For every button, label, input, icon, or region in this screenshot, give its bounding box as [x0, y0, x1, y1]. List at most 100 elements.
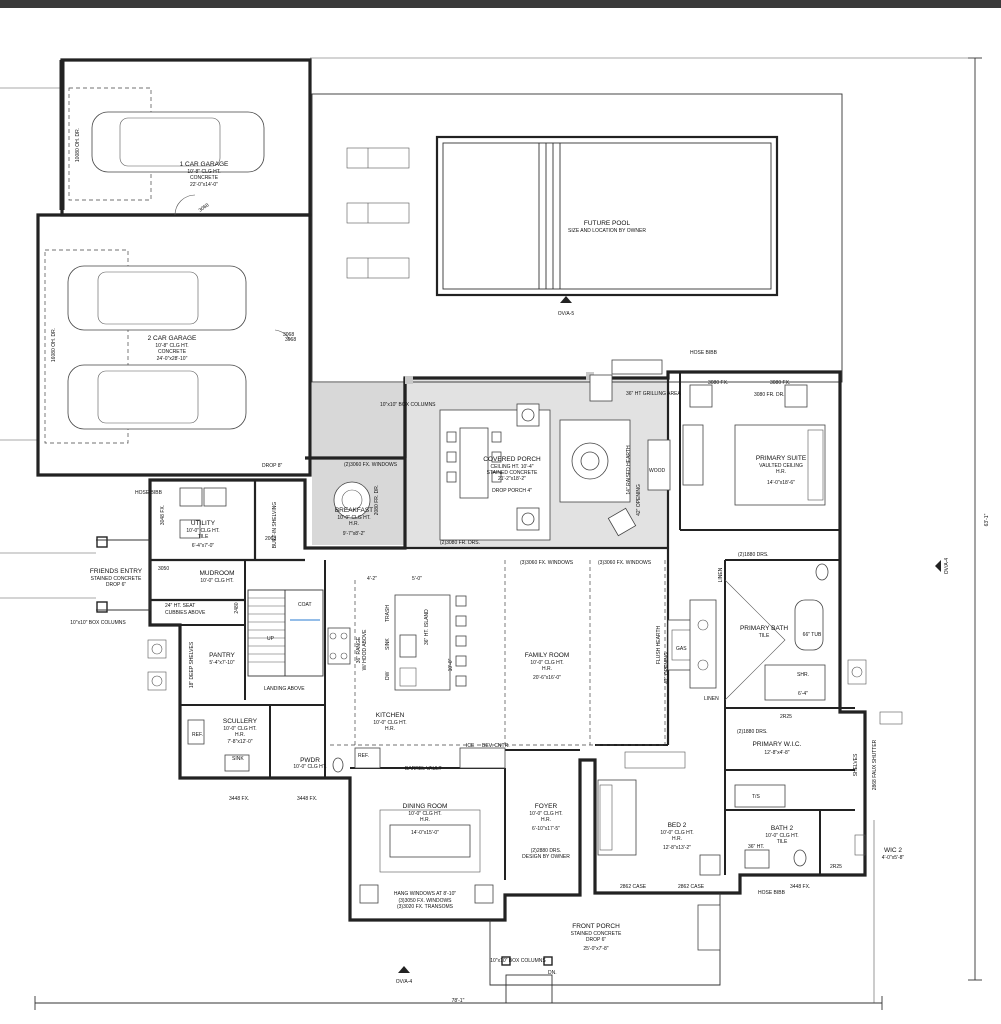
svg-text:CEILING HT. 10'-4": CEILING HT. 10'-4"	[490, 464, 533, 470]
svg-text:10'-0" CLG HT.: 10'-0" CLG HT.	[186, 528, 219, 534]
scullery-title: SCULLERY	[223, 718, 258, 725]
svg-text:10'-0" CLG HT.: 10'-0" CLG HT.	[200, 578, 233, 584]
bed2-title: BED 2	[668, 822, 687, 829]
svg-text:36" RANGE: 36" RANGE	[356, 636, 362, 663]
svg-text:12'-8"x13'-2": 12'-8"x13'-2"	[663, 845, 691, 851]
svg-text:OV/A-4: OV/A-4	[396, 979, 413, 985]
car-icons	[67, 111, 265, 430]
svg-text:9'-7"x8'-2": 9'-7"x8'-2"	[343, 531, 366, 537]
svg-text:DROP 8": DROP 8"	[262, 463, 283, 469]
svg-text:VAULTED CEILING: VAULTED CEILING	[759, 463, 803, 469]
primary-bath-fixtures	[689, 563, 829, 701]
svg-text:HOSE BIBB: HOSE BIBB	[690, 350, 718, 356]
svg-text:W/ HOOD ABOVE: W/ HOOD ABOVE	[362, 629, 368, 671]
suite-title: PRIMARY SUITE	[756, 455, 807, 462]
exterior-items	[147, 296, 941, 973]
breakfast-table	[333, 481, 371, 519]
mudroom-title: MUDROOM	[199, 570, 234, 577]
suite-bed	[682, 384, 826, 506]
svg-text:REF.: REF.	[358, 753, 369, 759]
svg-text:10"x10" BOX COLUMNS: 10"x10" BOX COLUMNS	[380, 402, 436, 408]
svg-text:3448 FX.: 3448 FX.	[297, 796, 317, 802]
svg-text:OV/A-4: OV/A-4	[944, 558, 950, 575]
svg-text:OV/A-5: OV/A-5	[558, 311, 575, 317]
bed2-bed	[597, 751, 721, 876]
svg-text:BEV. CNTR.: BEV. CNTR.	[482, 743, 510, 749]
width-dimension: 78'-1"	[452, 998, 465, 1004]
svg-text:H.R.: H.R.	[385, 726, 395, 732]
svg-text:10'-0" CLG HT.: 10'-0" CLG HT.	[337, 515, 370, 521]
svg-text:LANDING ABOVE: LANDING ABOVE	[264, 686, 305, 692]
svg-text:5'-0": 5'-0"	[412, 576, 422, 582]
svg-text:BARREL VAULT: BARREL VAULT	[405, 766, 442, 772]
kitchen-island	[327, 560, 666, 769]
svg-text:3050: 3050	[158, 566, 169, 572]
svg-text:25'-0"x7'-8": 25'-0"x7'-8"	[583, 946, 608, 952]
svg-text:TILE: TILE	[759, 633, 770, 639]
dining-table	[359, 809, 494, 904]
pool-title: FUTURE POOL	[584, 220, 631, 227]
svg-text:STAINED CONCRETE: STAINED CONCRETE	[487, 470, 538, 476]
svg-text:2862 CASE: 2862 CASE	[678, 884, 705, 890]
svg-text:DN.: DN.	[548, 970, 557, 976]
svg-text:H.R.: H.R.	[776, 469, 786, 475]
svg-text:3080 FX.: 3080 FX.	[770, 380, 790, 386]
svg-text:H.R.: H.R.	[349, 521, 359, 527]
svg-text:DW: DW	[385, 671, 391, 680]
svg-text:WOOD: WOOD	[649, 468, 665, 474]
family-title: FAMILY ROOM	[525, 652, 570, 659]
svg-text:H.R.: H.R.	[420, 817, 430, 823]
svg-text:SIZE AND LOCATION BY OWNER: SIZE AND LOCATION BY OWNER	[568, 228, 646, 234]
svg-text:24'-0"x28'-10": 24'-0"x28'-10"	[157, 356, 188, 362]
svg-text:36" HT.: 36" HT.	[748, 844, 764, 850]
svg-text:24" HT. SEAT: 24" HT. SEAT	[165, 603, 195, 609]
pwic-title: PRIMARY W.I.C.	[753, 741, 802, 748]
svg-text:10'-0" CLG HT.: 10'-0" CLG HT.	[529, 811, 562, 817]
plan-notes: 10080 OH. DR. 16080 OH. DR. 3068 3068 HO…	[51, 128, 990, 1004]
svg-text:10'-0": 10'-0"	[448, 658, 454, 671]
svg-text:GAS: GAS	[676, 646, 687, 652]
kitchen-title: KITCHEN	[376, 712, 405, 719]
svg-text:4'-2": 4'-2"	[367, 576, 377, 582]
svg-text:HOSE BIBB: HOSE BIBB	[135, 490, 163, 496]
svg-text:3048 FX.: 3048 FX.	[160, 505, 166, 525]
svg-text:SHR.: SHR.	[797, 672, 809, 678]
svg-text:5'-4"x7'-10": 5'-4"x7'-10"	[209, 660, 234, 666]
svg-text:14" RAISED HEARTH: 14" RAISED HEARTH	[626, 445, 632, 495]
svg-text:14'-0"x18'-6": 14'-0"x18'-6"	[767, 480, 795, 486]
svg-text:2862 CASE: 2862 CASE	[620, 884, 647, 890]
svg-text:22'-0"x14'-0": 22'-0"x14'-0"	[190, 182, 218, 188]
svg-text:TILE: TILE	[198, 534, 209, 540]
svg-text:COAT: COAT	[298, 602, 312, 608]
svg-text:H.R.: H.R.	[235, 732, 245, 738]
bath2-fixtures	[734, 784, 866, 869]
section-marker-bottom	[398, 966, 410, 973]
utility-title: UTILITY	[191, 520, 216, 527]
wic2-title: WIC 2	[884, 847, 902, 854]
svg-text:66" TUB: 66" TUB	[803, 632, 822, 638]
svg-text:LINEN: LINEN	[704, 696, 719, 702]
scullery-fixtures	[187, 719, 344, 773]
svg-text:DROP PORCH 4": DROP PORCH 4"	[492, 488, 532, 494]
svg-text:10'-0" CLG HT.: 10'-0" CLG HT.	[408, 811, 441, 817]
svg-text:2R25: 2R25	[780, 714, 792, 720]
primary-bath-title: PRIMARY BATH	[740, 625, 788, 632]
pool-inner	[442, 142, 772, 290]
svg-text:2480: 2480	[234, 602, 240, 613]
garage1-title: 1 CAR GARAGE	[180, 161, 229, 168]
friends-entry-title: FRIENDS ENTRY	[90, 568, 143, 575]
utility-fixtures	[179, 487, 227, 539]
svg-text:ICE: ICE	[466, 743, 475, 749]
svg-text:CUBBIES ABOVE: CUBBIES ABOVE	[165, 610, 206, 616]
section-marker-right	[935, 560, 941, 572]
svg-text:REF.: REF.	[192, 732, 203, 738]
svg-text:(3)3060 FX. WINDOWS: (3)3060 FX. WINDOWS	[520, 560, 574, 566]
svg-text:(3)3020 FX. TRANSOMS: (3)3020 FX. TRANSOMS	[397, 904, 454, 910]
svg-text:10'-0" CLG HT.: 10'-0" CLG HT.	[223, 726, 256, 732]
svg-text:42" OPENING: 42" OPENING	[664, 652, 670, 684]
svg-text:CONCRETE: CONCRETE	[190, 175, 219, 181]
svg-text:10"x10" BOX COLUMNS: 10"x10" BOX COLUMNS	[490, 958, 546, 964]
svg-text:10"x10" BOX COLUMNS: 10"x10" BOX COLUMNS	[70, 620, 126, 626]
svg-text:BUILT-IN SHELVING: BUILT-IN SHELVING	[272, 502, 278, 549]
